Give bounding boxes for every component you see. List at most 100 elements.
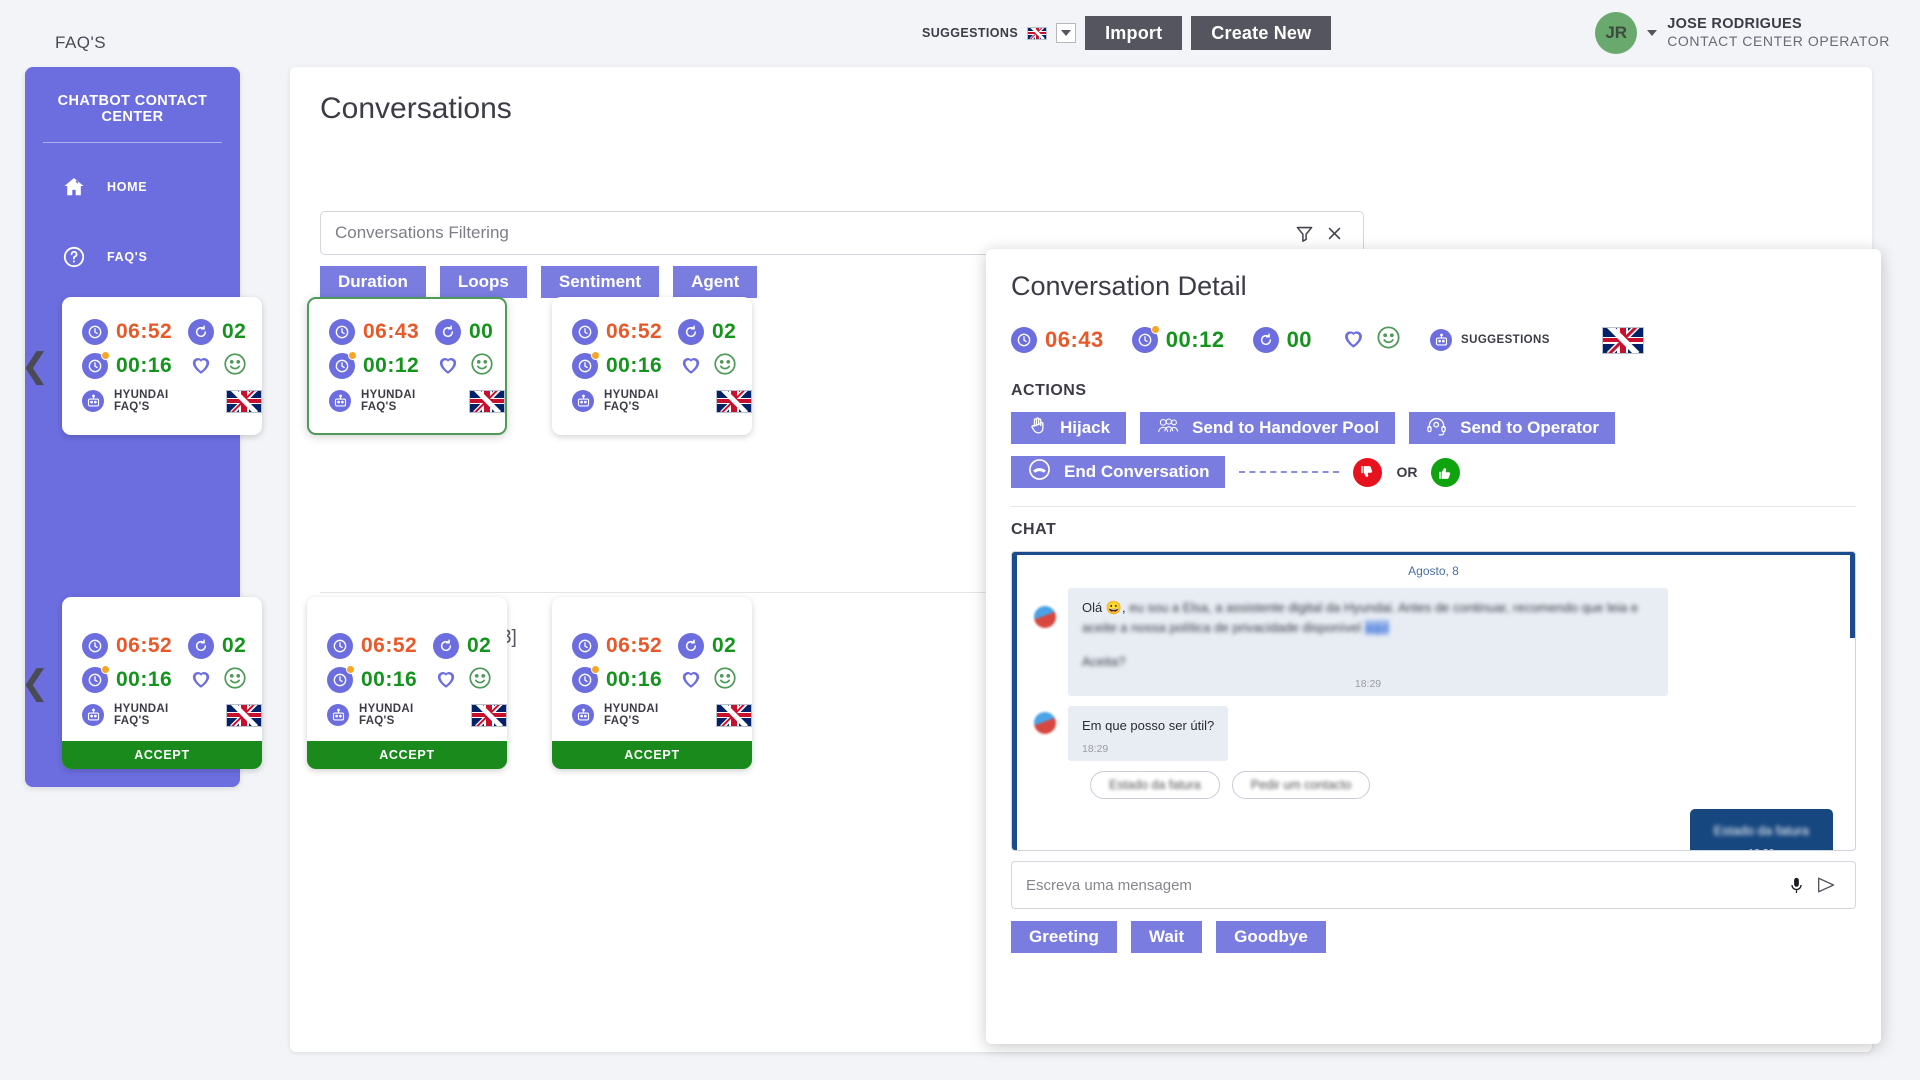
card-bot-row: HYUNDAI FAQ'S xyxy=(307,697,507,733)
wait-metric: 00:16 xyxy=(572,665,672,693)
topbar-center-group: SUGGESTIONS Import Create New xyxy=(922,16,1332,50)
heart-icon xyxy=(678,351,704,382)
send-to-operator-button[interactable]: Send to Operator xyxy=(1409,412,1615,444)
clock-icon xyxy=(572,319,598,345)
accept-button[interactable]: ACCEPT xyxy=(552,741,752,769)
message-text: Estado da fatura xyxy=(1713,822,1809,838)
hijack-button[interactable]: Hijack xyxy=(1011,412,1127,444)
detail-suggestions-group[interactable]: SUGGESTIONS xyxy=(1430,329,1550,351)
conversation-card-selected[interactable]: 06:43 00 00:12 xyxy=(307,297,507,435)
smile-icon xyxy=(712,351,738,382)
detail-loops-metric: 00 xyxy=(1252,327,1312,353)
chevron-down-icon[interactable] xyxy=(1647,30,1658,36)
user-info: JOSE RODRIGUES CONTACT CENTER OPERATOR xyxy=(1667,15,1890,51)
conversation-card[interactable]: 06:52 02 00:16 xyxy=(62,297,262,435)
card-bot-row: HYUNDAI FAQ'S xyxy=(62,697,262,733)
robot-icon xyxy=(1430,329,1453,351)
send-to-handover-pool-button[interactable]: Send to Handover Pool xyxy=(1140,412,1396,444)
carousel-my-conversations: ❮ 06:52 02 xyxy=(0,297,752,435)
sidebar-item-label: FAQ'S xyxy=(107,250,148,264)
uk-flag-icon xyxy=(226,703,262,727)
sidebar-item-faqs[interactable]: FAQ'S xyxy=(25,231,240,283)
filter-chip-loops[interactable]: Loops xyxy=(439,266,527,298)
quick-response-wait[interactable]: Wait xyxy=(1130,921,1203,953)
clock-alert-icon xyxy=(572,665,600,693)
conversation-card[interactable]: 06:52 02 00:16 xyxy=(307,597,507,769)
send-paper-plane-icon[interactable] xyxy=(1811,870,1841,900)
card-metrics-row: 06:43 00 xyxy=(309,315,505,349)
filter-chip-duration[interactable]: Duration xyxy=(320,266,426,298)
message-text-visible: Olá 😀, xyxy=(1082,600,1126,615)
loop-icon xyxy=(188,319,214,345)
chevron-left-icon[interactable]: ❮ xyxy=(20,664,50,702)
user-role: CONTACT CENTER OPERATOR xyxy=(1667,33,1890,50)
conversation-card[interactable]: 06:52 02 00:16 xyxy=(552,297,752,435)
language-dropdown[interactable] xyxy=(1056,23,1077,43)
chevron-left-icon[interactable]: ❮ xyxy=(20,347,50,385)
section-divider xyxy=(320,592,1370,593)
microphone-icon[interactable] xyxy=(1781,870,1811,900)
clock-alert-icon xyxy=(329,351,357,379)
loops-metric: 02 xyxy=(188,633,246,659)
duration-metric: 06:52 xyxy=(572,319,672,345)
conversation-card[interactable]: 06:52 02 00:16 xyxy=(552,597,752,769)
chat-scroll-indicator[interactable] xyxy=(1850,552,1855,638)
alert-dot xyxy=(346,665,355,674)
loops-value: 02 xyxy=(222,634,247,657)
message-bubble: Em que posso ser útil? 18:29 xyxy=(1068,706,1229,761)
suggestions-label: SUGGESTIONS xyxy=(922,26,1019,40)
uk-flag-icon xyxy=(226,389,262,413)
privacy-policy-link[interactable]: aqui xyxy=(1364,620,1390,636)
wait-value: 00:16 xyxy=(361,668,418,691)
close-x-icon[interactable] xyxy=(1319,218,1349,248)
bot-name: HYUNDAI FAQ'S xyxy=(604,703,659,727)
chat-transcript[interactable]: Agosto, 8 Olá 😀, eu sou a Elsa, a assist… xyxy=(1011,551,1856,851)
search-input[interactable] xyxy=(335,223,1289,243)
thumbs-up-icon[interactable] xyxy=(1431,457,1461,487)
user-menu[interactable]: JR JOSE RODRIGUES CONTACT CENTER OPERATO… xyxy=(1595,12,1890,54)
actions-row-primary: Hijack Send to Handover Pool Send to Ope… xyxy=(1011,412,1856,444)
sidebar-item-home[interactable]: HOME xyxy=(25,161,240,213)
card-metrics-row: 06:52 02 xyxy=(307,629,507,663)
conversations-filter-bar xyxy=(320,211,1364,255)
alert-dot xyxy=(101,665,110,674)
sentiment-metric xyxy=(435,351,495,382)
card-bot-row: HYUNDAI FAQ'S xyxy=(309,383,505,419)
accept-button[interactable]: ACCEPT xyxy=(307,741,507,769)
smile-icon xyxy=(222,351,248,382)
message-input[interactable] xyxy=(1026,876,1781,894)
alert-dot xyxy=(101,351,110,360)
filter-chip-sentiment[interactable]: Sentiment xyxy=(540,266,660,298)
loops-value: 00 xyxy=(469,320,494,343)
create-new-button[interactable]: Create New xyxy=(1191,16,1332,50)
quick-response-greeting[interactable]: Greeting xyxy=(1011,921,1117,953)
funnel-icon[interactable] xyxy=(1289,218,1319,248)
sentiment-metric xyxy=(433,665,493,696)
question-circle-icon xyxy=(61,244,87,270)
chat-accent-bar xyxy=(1012,552,1017,850)
quick-reply-chip[interactable]: Estado da fatura xyxy=(1090,770,1220,799)
accept-button[interactable]: ACCEPT xyxy=(62,741,262,769)
duration-value: 06:43 xyxy=(363,320,420,343)
wait-value: 00:16 xyxy=(116,668,173,691)
card-metrics-row: 06:52 02 xyxy=(552,315,752,349)
uk-flag-icon xyxy=(471,703,507,727)
quick-reply-chip[interactable]: Pedir um contacto xyxy=(1231,770,1371,799)
conversation-card[interactable]: 06:52 02 00:16 xyxy=(62,597,262,769)
loops-value: 02 xyxy=(467,634,492,657)
heart-icon xyxy=(678,665,704,696)
detail-wait-value: 00:12 xyxy=(1165,327,1225,352)
message-bubble: Olá 😀, eu sou a Elsa, a assistente digit… xyxy=(1068,588,1668,697)
end-conversation-button[interactable]: End Conversation xyxy=(1011,456,1226,488)
filter-chip-agent[interactable]: Agent xyxy=(673,266,758,298)
heart-icon xyxy=(433,665,459,696)
heart-icon xyxy=(1340,324,1367,356)
import-button[interactable]: Import xyxy=(1085,16,1183,50)
loops-metric: 02 xyxy=(188,319,246,345)
thumbs-down-icon[interactable] xyxy=(1353,457,1383,487)
card-metrics-row: 06:52 02 xyxy=(62,629,262,663)
clock-icon xyxy=(572,633,598,659)
chat-heading: CHAT xyxy=(1011,521,1057,538)
actions-row-secondary: End Conversation OR xyxy=(1011,456,1856,488)
quick-response-goodbye[interactable]: Goodbye xyxy=(1216,921,1326,953)
